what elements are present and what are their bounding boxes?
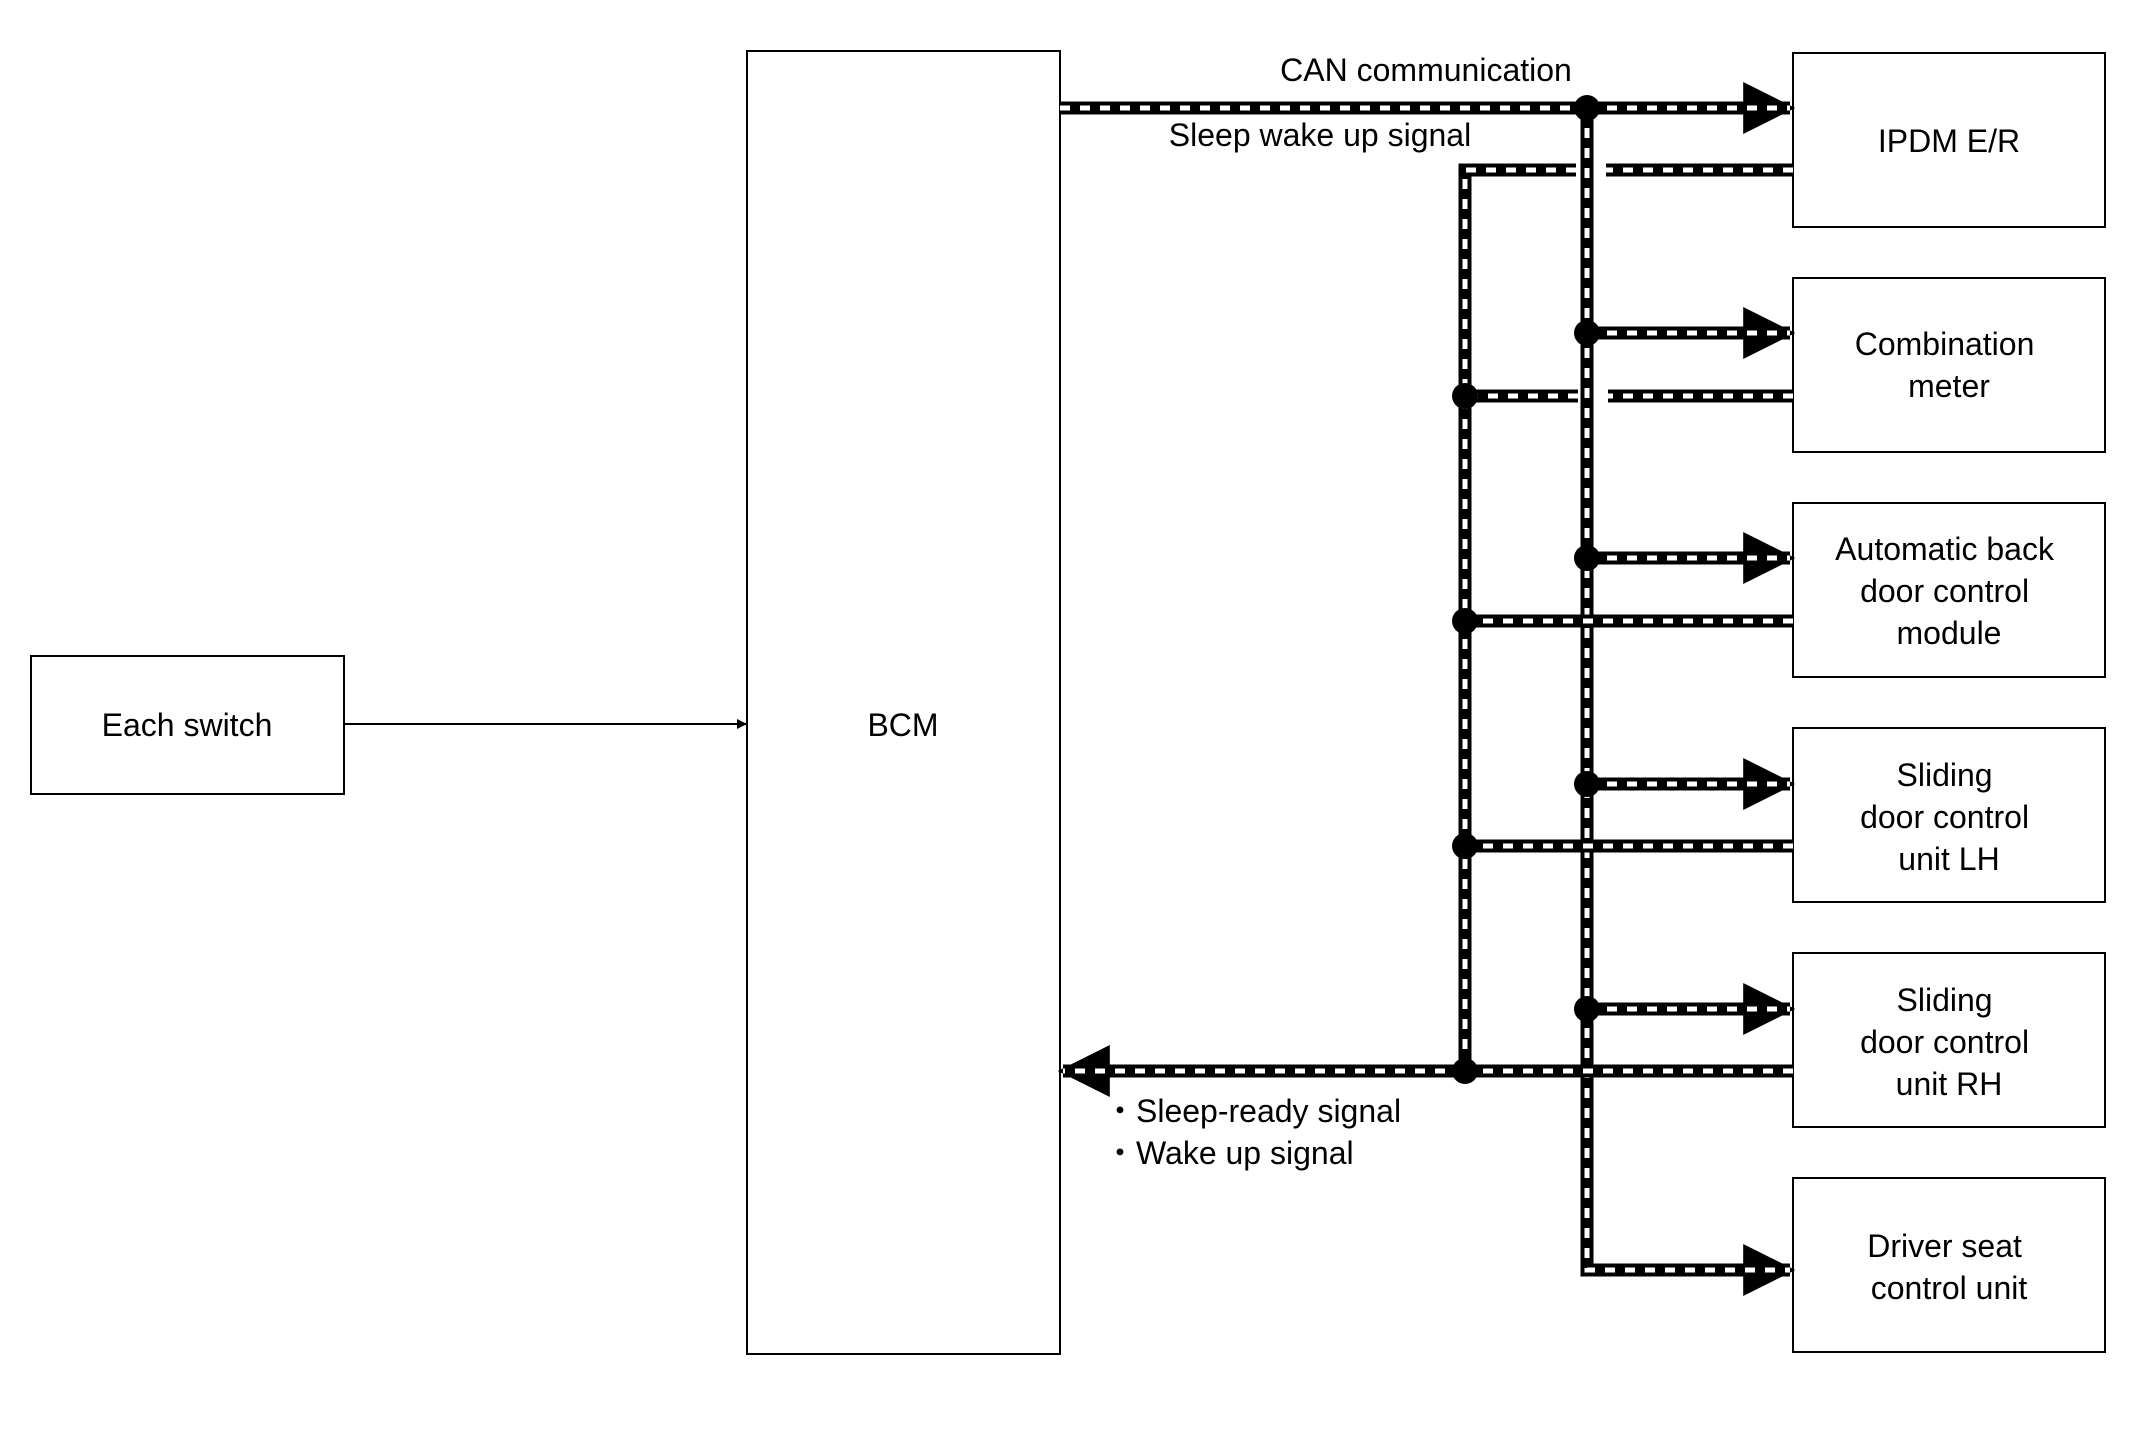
block-ipdm-er: IPDM E/R bbox=[1792, 52, 2106, 228]
junction-dot bbox=[1452, 383, 1478, 409]
ipdm-er-label: IPDM E/R bbox=[1878, 123, 2020, 159]
bcm-label: BCM bbox=[867, 707, 938, 743]
return-line-from-ipdm bbox=[1458, 163, 1793, 1071]
block-combination-meter: Combination meter bbox=[1792, 277, 2106, 453]
junction-dot bbox=[1452, 608, 1478, 634]
block-each-switch: Each switch bbox=[30, 655, 345, 795]
junction-dot bbox=[1574, 545, 1600, 571]
junction-dot bbox=[1574, 95, 1600, 121]
block-automatic-back-door-control-module: Automatic back door control module bbox=[1792, 502, 2106, 678]
sliding-door-lh-label: Sliding door control unit LH bbox=[1860, 757, 2038, 877]
sleep-wake-up-signal-label: Sleep wake up signal bbox=[1169, 117, 1471, 153]
sleep-ready-signal-label: ・Sleep-ready signal bbox=[1104, 1093, 1401, 1129]
wake-up-signal-label: ・Wake up signal bbox=[1104, 1135, 1354, 1171]
block-bcm: BCM bbox=[746, 50, 1061, 1355]
each-switch-label: Each switch bbox=[102, 707, 273, 743]
can-communication-label: CAN communication bbox=[1280, 52, 1572, 88]
driver-seat-label: Driver seat control unit bbox=[1867, 1228, 2031, 1306]
combination-meter-label: Combination meter bbox=[1855, 326, 2044, 404]
automatic-back-door-label: Automatic back door control module bbox=[1835, 531, 2063, 651]
junction-dot bbox=[1574, 771, 1600, 797]
junction-dots bbox=[1452, 95, 1600, 1084]
signal-lines bbox=[1057, 82, 1796, 1296]
block-sliding-door-control-unit-rh: Sliding door control unit RH bbox=[1792, 952, 2106, 1128]
can-bus-vertical-line bbox=[1580, 108, 1796, 1296]
block-driver-seat-control-unit: Driver seat control unit bbox=[1792, 1177, 2106, 1353]
junction-dot bbox=[1452, 833, 1478, 859]
block-sliding-door-control-unit-lh: Sliding door control unit LH bbox=[1792, 727, 2106, 903]
junction-dot bbox=[1574, 320, 1600, 346]
sliding-door-rh-label: Sliding door control unit RH bbox=[1860, 982, 2038, 1102]
junction-dot bbox=[1452, 1058, 1478, 1084]
junction-dot bbox=[1574, 996, 1600, 1022]
